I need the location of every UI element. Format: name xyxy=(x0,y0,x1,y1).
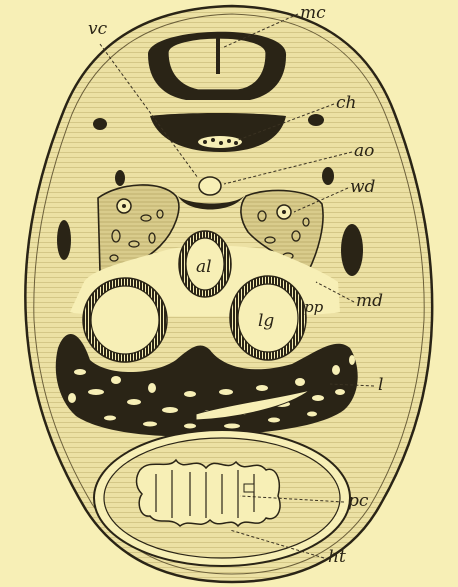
label-l: l xyxy=(378,375,383,395)
label-vc: vc xyxy=(88,19,108,39)
label-al: al xyxy=(196,257,212,277)
label-pc: pc xyxy=(348,491,369,511)
label-ht: ht xyxy=(328,547,346,567)
label-ao: ao xyxy=(354,141,374,161)
label-mc: mc xyxy=(300,3,326,23)
lateral-body-left xyxy=(57,220,71,260)
label-wd: wd xyxy=(350,177,376,197)
lateral-body-right xyxy=(341,224,363,276)
label-lg: lg xyxy=(258,311,274,331)
heart xyxy=(137,460,281,526)
label-md: md xyxy=(356,291,383,311)
aorta xyxy=(199,177,221,195)
label-ch: ch xyxy=(336,93,356,113)
label-pp: pp xyxy=(304,298,324,316)
